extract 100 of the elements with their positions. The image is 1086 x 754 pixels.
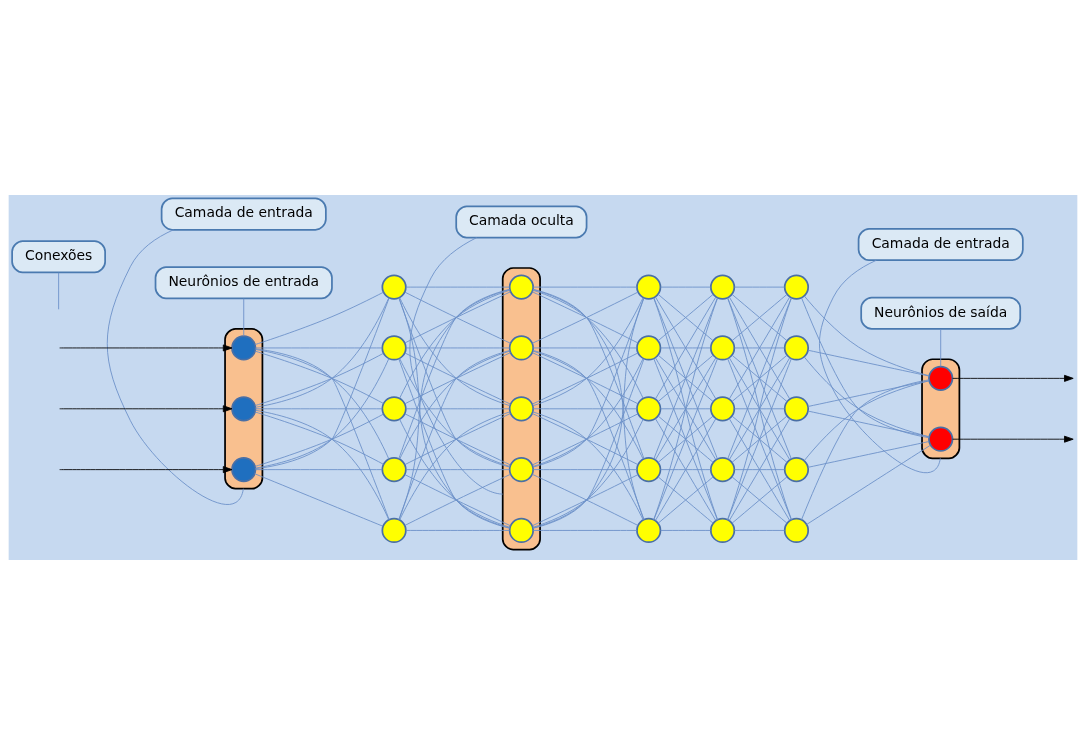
node-circle xyxy=(231,456,257,482)
arrow xyxy=(952,435,1074,443)
node-box: Camada oculta xyxy=(455,204,588,238)
connector xyxy=(409,236,504,495)
connector xyxy=(660,529,712,531)
connector xyxy=(655,356,717,460)
connector xyxy=(731,354,788,402)
connector xyxy=(404,412,511,465)
node-circle xyxy=(710,456,736,482)
node-circle xyxy=(381,517,407,543)
connector xyxy=(405,468,510,470)
connector xyxy=(727,296,792,459)
connector xyxy=(405,407,510,409)
connector xyxy=(731,415,788,463)
connector xyxy=(731,293,788,341)
connector xyxy=(531,412,639,465)
connector xyxy=(660,347,712,348)
connector xyxy=(655,417,717,521)
connector xyxy=(532,529,638,531)
node-circle xyxy=(710,517,736,543)
connector xyxy=(819,259,941,473)
connector xyxy=(405,529,510,531)
node-circle xyxy=(928,365,954,391)
connector xyxy=(405,286,510,288)
node-circle xyxy=(783,395,810,421)
node-circle xyxy=(710,274,736,300)
arrow xyxy=(59,343,233,351)
connector xyxy=(660,286,712,288)
connector xyxy=(532,468,638,470)
connector xyxy=(733,468,785,470)
connector xyxy=(255,347,390,520)
connector xyxy=(255,407,383,409)
arrow xyxy=(952,374,1074,382)
connector xyxy=(254,472,384,527)
connector xyxy=(733,347,785,348)
connector xyxy=(657,475,714,524)
connector xyxy=(806,444,931,525)
connector xyxy=(243,297,245,336)
node-circle xyxy=(381,274,407,300)
arrow xyxy=(59,404,233,412)
connector xyxy=(727,357,792,520)
connector xyxy=(532,286,638,288)
connector xyxy=(255,296,390,469)
node-box: Neurônios de saída xyxy=(860,296,1022,330)
connector xyxy=(801,296,930,438)
node-circle xyxy=(508,395,534,421)
connector xyxy=(254,291,384,345)
connector xyxy=(532,347,638,348)
connector xyxy=(404,473,511,526)
connector xyxy=(733,529,785,531)
node-circle xyxy=(710,334,736,361)
connector xyxy=(405,347,510,348)
connector xyxy=(657,415,714,463)
connector xyxy=(728,417,791,521)
node-box: Camada de entrada xyxy=(857,227,1024,261)
connector xyxy=(255,468,383,470)
connector xyxy=(803,379,930,461)
connector xyxy=(657,293,714,341)
node-circle xyxy=(783,334,810,361)
node-circle xyxy=(928,426,954,452)
node-circle xyxy=(636,517,662,543)
connector xyxy=(657,354,714,402)
connector xyxy=(255,357,390,469)
connector xyxy=(807,349,930,376)
connector xyxy=(653,296,718,459)
connector xyxy=(733,286,785,288)
connector xyxy=(653,357,718,520)
node-circle xyxy=(783,517,810,543)
node-circle xyxy=(381,395,407,421)
node-circle xyxy=(231,334,257,361)
connector xyxy=(803,295,930,376)
connector xyxy=(653,297,719,520)
node-circle xyxy=(636,334,662,361)
connector xyxy=(660,468,712,470)
connector xyxy=(660,407,712,409)
node-box: Conexões xyxy=(11,239,106,273)
node-circle xyxy=(508,456,534,482)
node-box: Camada de entrada xyxy=(160,197,327,231)
node-circle xyxy=(636,395,662,421)
node-circle xyxy=(508,517,534,543)
connector xyxy=(58,271,60,310)
connector xyxy=(728,356,791,460)
node-circle xyxy=(231,395,257,421)
node-circle xyxy=(381,456,407,482)
connector xyxy=(255,409,390,520)
connector xyxy=(807,410,930,437)
cluster xyxy=(921,357,961,459)
node-box: Neurônios de entrada xyxy=(154,265,333,299)
node-circle xyxy=(710,395,736,421)
arrow xyxy=(59,465,233,473)
connector xyxy=(727,297,792,520)
connector xyxy=(532,407,638,409)
connector xyxy=(733,407,785,409)
node-circle xyxy=(508,334,534,361)
connector xyxy=(106,228,244,505)
connector xyxy=(255,348,390,459)
node-circle xyxy=(783,274,810,300)
node-circle xyxy=(783,456,810,482)
connector xyxy=(801,378,930,520)
node-circle xyxy=(636,456,662,482)
